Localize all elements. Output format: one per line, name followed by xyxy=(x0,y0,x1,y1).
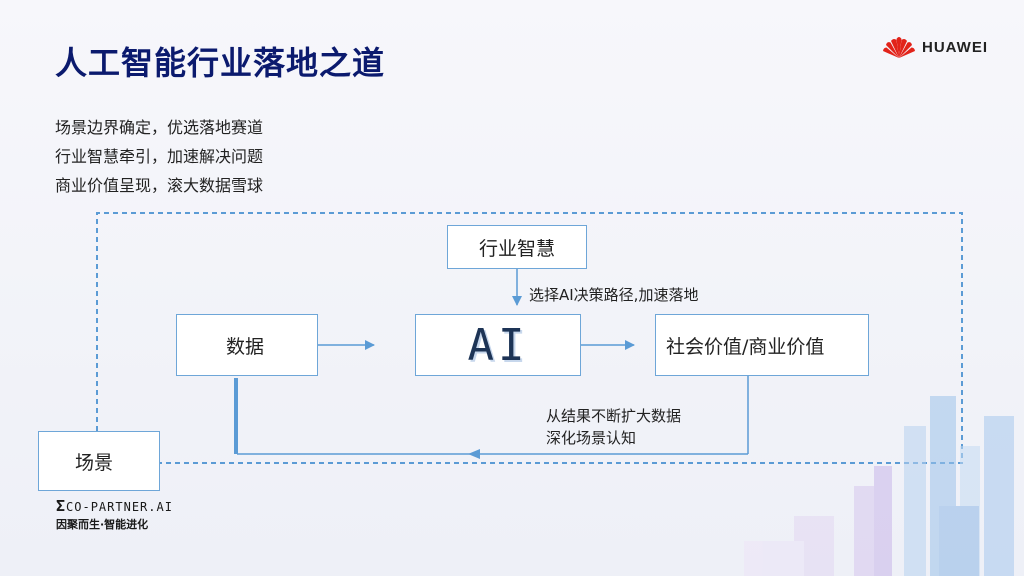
bullet-list: 场景边界确定，优选落地赛道 行业智慧牵引，加速解决问题 商业价值呈现，滚大数据雪… xyxy=(55,113,263,200)
feedback-note: 从结果不断扩大数据 深化场景认知 xyxy=(546,405,681,449)
scene-box: 场景 xyxy=(38,431,160,491)
scene-label: 场景 xyxy=(74,451,113,474)
data-label: 数据 xyxy=(225,335,264,358)
huawei-brand: HUAWEI xyxy=(882,34,988,60)
bullet-item: 场景边界确定，优选落地赛道 xyxy=(55,118,264,137)
page-title: 人工智能行业落地之道 xyxy=(55,44,386,82)
huawei-logo-icon xyxy=(883,37,915,58)
brand-name: HUAWEI xyxy=(922,38,988,56)
feedback-note-line: 从结果不断扩大数据 xyxy=(546,407,682,425)
industry-wisdom-label: 行业智慧 xyxy=(478,237,555,260)
feedback-note-line: 深化场景认知 xyxy=(546,429,637,447)
sigma-icon: Σ xyxy=(56,497,67,515)
select-path-note: 选择AI决策路径,加速落地 xyxy=(529,286,699,304)
value-label: 社会价值/商业价值 xyxy=(666,335,825,358)
dashed-loop-line xyxy=(96,212,963,464)
eco-partner-text: CO-PARTNER.AI xyxy=(66,500,173,514)
decorative-city-blocks-icon xyxy=(744,396,1014,576)
value-box: 社会价值/商业价值 xyxy=(655,314,869,376)
data-box: 数据 xyxy=(176,314,318,376)
feedback-arrowhead xyxy=(468,449,480,459)
bullet-item: 商业价值呈现，滚大数据雪球 xyxy=(55,176,264,195)
bullet-item: 行业智慧牵引，加速解决问题 xyxy=(55,147,264,166)
eco-slogan: 因聚而生·智能进化 xyxy=(56,518,149,531)
ai-box: AI xyxy=(415,314,581,376)
ai-label: AI xyxy=(467,319,529,371)
industry-wisdom-box: 行业智慧 xyxy=(447,225,587,269)
eco-partner-logo: ΣCO-PARTNER.AI 因聚而生·智能进化 xyxy=(56,497,173,532)
